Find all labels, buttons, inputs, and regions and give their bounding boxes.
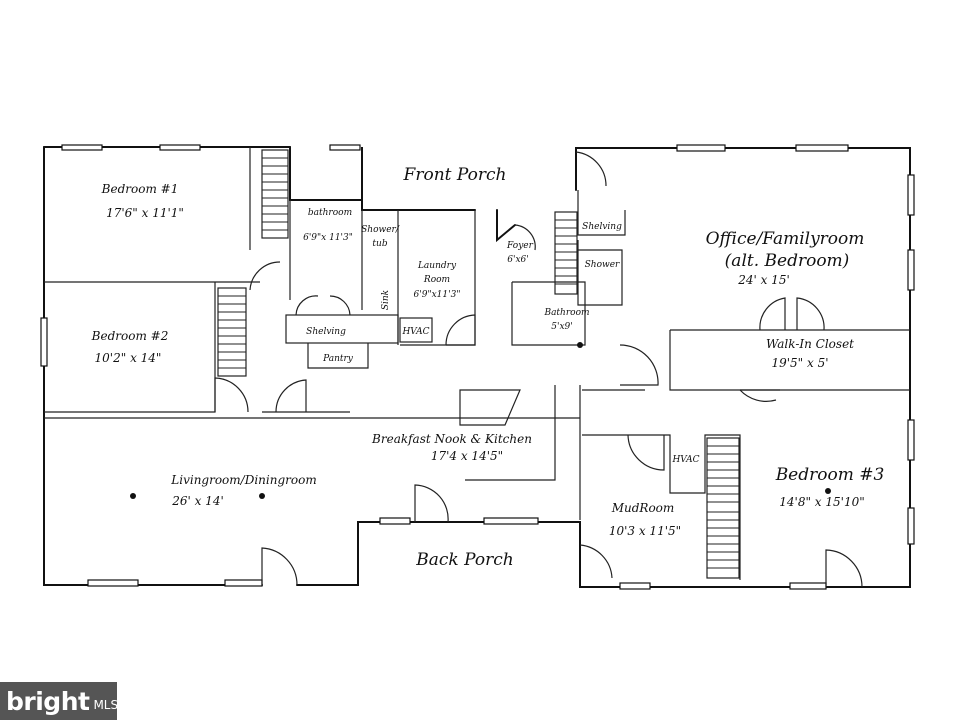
- hvac-label-mud: HVAC: [671, 455, 699, 465]
- bedroom2-dims: 10'2" x 14": [95, 351, 162, 365]
- hvac-label-center: HVAC: [401, 327, 429, 337]
- front-porch-label: Front Porch: [403, 165, 507, 185]
- foyer-name: Foyer: [506, 241, 534, 251]
- foyer-dims: 6'x6': [507, 255, 528, 265]
- light-dot: [577, 342, 583, 348]
- windows: [40, 144, 915, 590]
- office-label-2: (alt. Bedroom): [725, 251, 850, 271]
- sink-label: Sink: [381, 290, 391, 310]
- office-dims: 24' x 15': [737, 273, 790, 287]
- room-labels: Front Porch Back Porch Bedroom #1 17'6" …: [91, 165, 885, 570]
- bedroom1-name: Bedroom #1: [101, 182, 179, 196]
- living-name: Livingroom/Diningroom: [170, 473, 316, 487]
- mudroom-name: MudRoom: [611, 501, 675, 515]
- light-dot: [259, 493, 265, 499]
- watermark-suffix: MLS: [93, 698, 119, 712]
- walkin-closet-dims: 19'5" x 5': [771, 356, 828, 370]
- interior-walls: [44, 147, 910, 580]
- light-dot: [825, 488, 831, 494]
- bedroom3-dims: 14'8" x 15'10": [779, 495, 864, 509]
- back-porch-label: Back Porch: [415, 550, 513, 570]
- living-dims: 26' x 14': [171, 494, 224, 508]
- laundry-label-1: Laundry: [417, 261, 457, 271]
- shower-label: Shower: [585, 260, 620, 270]
- bathroom-foyer-dims: 5'x9': [551, 322, 572, 332]
- kitchen-name: Breakfast Nook & Kitchen: [371, 432, 532, 446]
- closet-shelving: [217, 149, 740, 579]
- bedroom2-name: Bedroom #2: [91, 329, 169, 343]
- laundry-label-2: Room: [423, 275, 450, 285]
- door-swings: [214, 151, 863, 588]
- bedroom3-name: Bedroom #3: [775, 465, 885, 485]
- mudroom-dims: 10'3 x 11'5": [609, 524, 681, 538]
- bathroom-dims: 6'9"x 11'3": [303, 233, 353, 243]
- light-dot: [130, 493, 136, 499]
- shelving-foyer-label: Shelving: [582, 222, 622, 232]
- shelving-label: Shelving: [306, 327, 346, 337]
- shower-tub-label-1: Shower/: [361, 225, 400, 235]
- kitchen-dims: 17'4 x 14'5": [431, 449, 503, 463]
- watermark-logo: bright MLS: [0, 682, 119, 720]
- shower-tub-label-2: tub: [372, 239, 387, 249]
- watermark-word: bright: [6, 686, 90, 716]
- laundry-dims: 6'9"x11'3": [414, 290, 461, 300]
- pantry-label: Pantry: [322, 354, 354, 364]
- office-label-1: Office/Familyroom: [706, 229, 865, 249]
- bathroom-name: bathroom: [308, 208, 352, 218]
- bathroom-foyer-name: Bathroom: [543, 308, 589, 318]
- bedroom1-dims: 17'6" x 11'1": [106, 206, 184, 220]
- walkin-closet-name: Walk-In Closet: [766, 337, 854, 351]
